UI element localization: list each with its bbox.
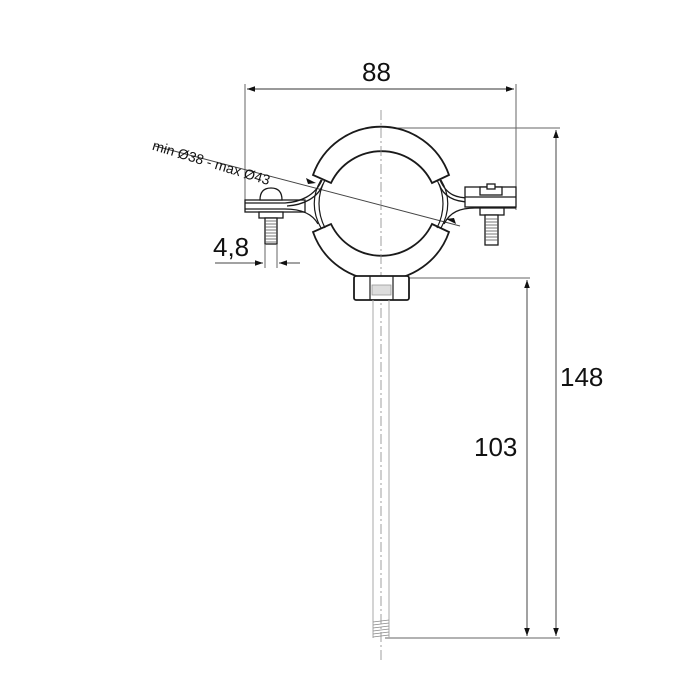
right-clamp-ear	[438, 179, 517, 246]
clamp-band	[313, 179, 449, 229]
pipe-diameter-leader	[154, 145, 461, 227]
clamp-ring	[311, 110, 451, 660]
total-height-label: 148	[560, 362, 604, 392]
hex-nut	[353, 275, 410, 301]
rod-length-dimension	[405, 277, 530, 636]
screw-diameter-label: 4,8	[213, 232, 250, 262]
width-label: 88	[362, 57, 391, 87]
rod-length-label: 103	[474, 432, 518, 462]
diameter-arrows	[306, 178, 456, 224]
threaded-rod	[372, 300, 390, 638]
screw-diameter-dimension	[215, 245, 300, 268]
left-clamp-ear	[244, 179, 324, 245]
total-height-dimension	[385, 127, 560, 639]
